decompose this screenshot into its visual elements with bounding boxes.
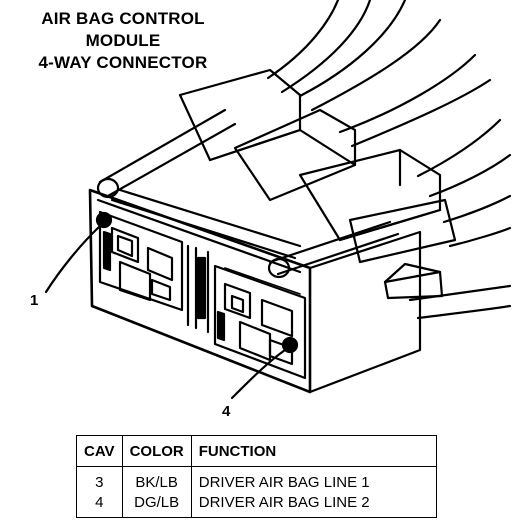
- connector-illustration: [44, 0, 512, 400]
- cell-color: DG/LB: [122, 492, 192, 518]
- diagram-title: AIR BAG CONTROL MODULE 4-WAY CONNECTOR: [8, 8, 238, 74]
- cell-cav: 3: [76, 466, 123, 492]
- table-row: 3 BK/LB DRIVER AIR BAG LINE 1: [76, 466, 437, 492]
- header-cav: CAV: [76, 435, 123, 467]
- cell-cav: 4: [76, 492, 123, 518]
- title-line-2: MODULE: [85, 31, 161, 50]
- cavity-1-leader: [44, 224, 102, 294]
- right-cavity-block: [213, 264, 307, 380]
- right-latch-rail: [267, 220, 444, 300]
- title-line-3: 4-WAY CONNECTOR: [38, 53, 208, 72]
- cavity-1-callout: 1: [30, 292, 39, 309]
- cavity-4-marker: [281, 336, 299, 354]
- cavity-4-callout: 4: [222, 403, 231, 420]
- pinout-table: CAV COLOR FUNCTION 3 BK/LB DRIVER AIR BA…: [76, 435, 437, 518]
- cavity-4-leader: [230, 348, 287, 400]
- title-line-1: AIR BAG CONTROL: [41, 9, 205, 28]
- left-cavity-block: [98, 210, 184, 312]
- cell-function: DRIVER AIR BAG LINE 2: [198, 493, 370, 511]
- cell-function: DRIVER AIR BAG LINE 1: [198, 473, 370, 491]
- wire-harness: [266, 0, 512, 320]
- cell-color: BK/LB: [122, 466, 192, 492]
- table-header-row: CAV COLOR FUNCTION: [76, 435, 437, 467]
- header-color: COLOR: [122, 435, 192, 467]
- connector-front-face: [88, 188, 422, 394]
- cavity-1-marker: [95, 211, 113, 229]
- table-row: 4 DG/LB DRIVER AIR BAG LINE 2: [76, 492, 437, 518]
- header-function: FUNCTION: [191, 435, 437, 467]
